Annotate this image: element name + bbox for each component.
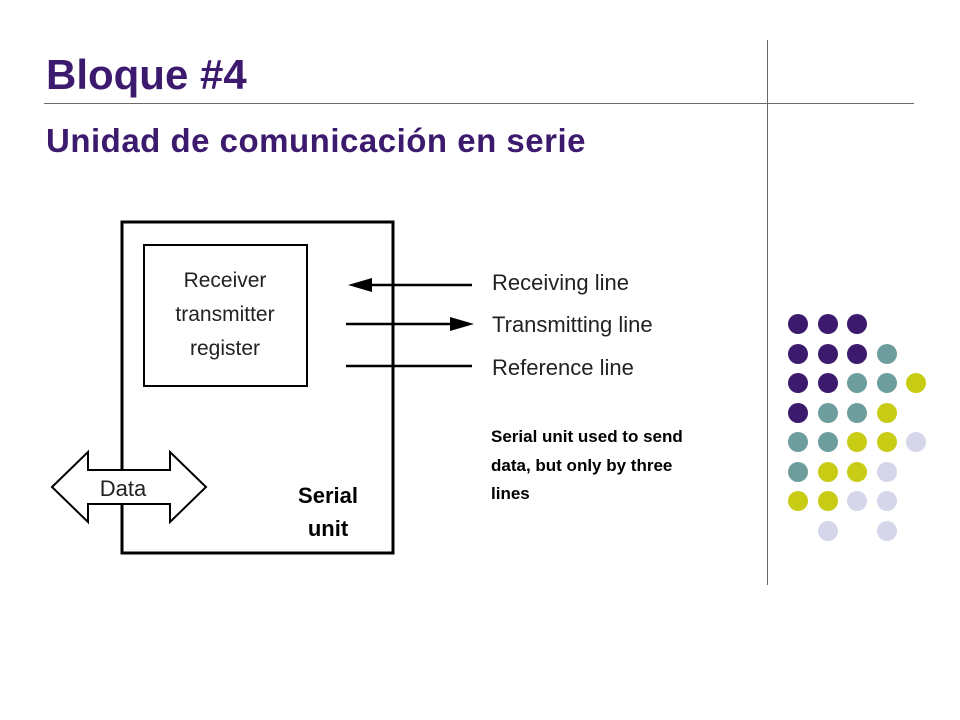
- reference-line-label: Reference line: [492, 355, 634, 380]
- unit-label-line-1: Serial: [298, 483, 358, 508]
- vertical-divider: [767, 40, 768, 585]
- register-label-line-1: Receiver: [184, 269, 267, 292]
- register-box: [143, 244, 308, 387]
- slide-subtitle: Unidad de comunicación en serie: [46, 122, 586, 159]
- register-label-line-2: transmitter: [175, 303, 274, 326]
- register-label-line-3: register: [190, 337, 260, 360]
- caption-line-2: data, but only by three: [491, 456, 672, 475]
- unit-label-line-2: unit: [308, 516, 349, 541]
- title-underline: [44, 103, 914, 104]
- transmitting-arrow-icon: [450, 317, 474, 331]
- receiving-arrow-icon: [348, 278, 372, 292]
- caption-line-3: lines: [491, 484, 530, 503]
- data-double-arrow-icon: [50, 449, 208, 525]
- transmitting-line-label: Transmitting line: [492, 312, 653, 337]
- data-label: Data: [100, 476, 147, 501]
- caption-line-1: Serial unit used to send: [491, 427, 683, 446]
- receiving-line-label: Receiving line: [492, 270, 629, 295]
- slide-title: Bloque #4: [46, 51, 247, 98]
